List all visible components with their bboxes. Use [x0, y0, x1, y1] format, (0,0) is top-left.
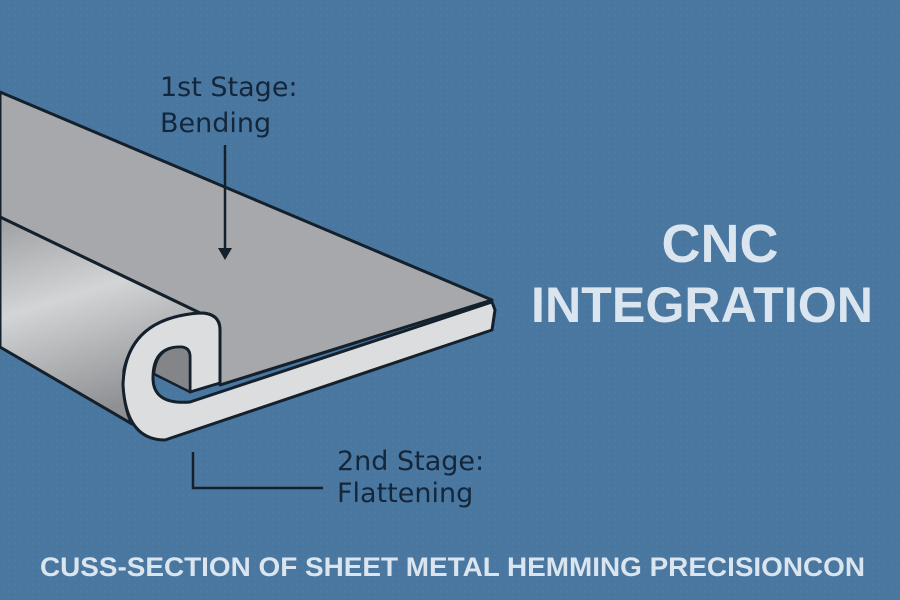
- headline-line1: CNC: [662, 214, 779, 274]
- arrow-head-icon: [218, 248, 232, 260]
- stage2-label-line2: Flattening: [337, 478, 473, 509]
- headline-line2: INTEGRATION: [531, 277, 873, 333]
- bending-arrow: [218, 145, 232, 260]
- flattening-bracket: [191, 452, 323, 490]
- hem-inner-gap: [152, 345, 192, 394]
- stage1-label-line1: 1st Stage:: [160, 72, 298, 103]
- stage2-label-line1: 2nd Stage:: [337, 446, 484, 477]
- stage1-label-line2: Bending: [160, 108, 271, 139]
- sheet-metal-illustration: [0, 90, 497, 442]
- caption: CUSS-SECTION OF SHEET METAL HEMMING PREC…: [40, 552, 865, 582]
